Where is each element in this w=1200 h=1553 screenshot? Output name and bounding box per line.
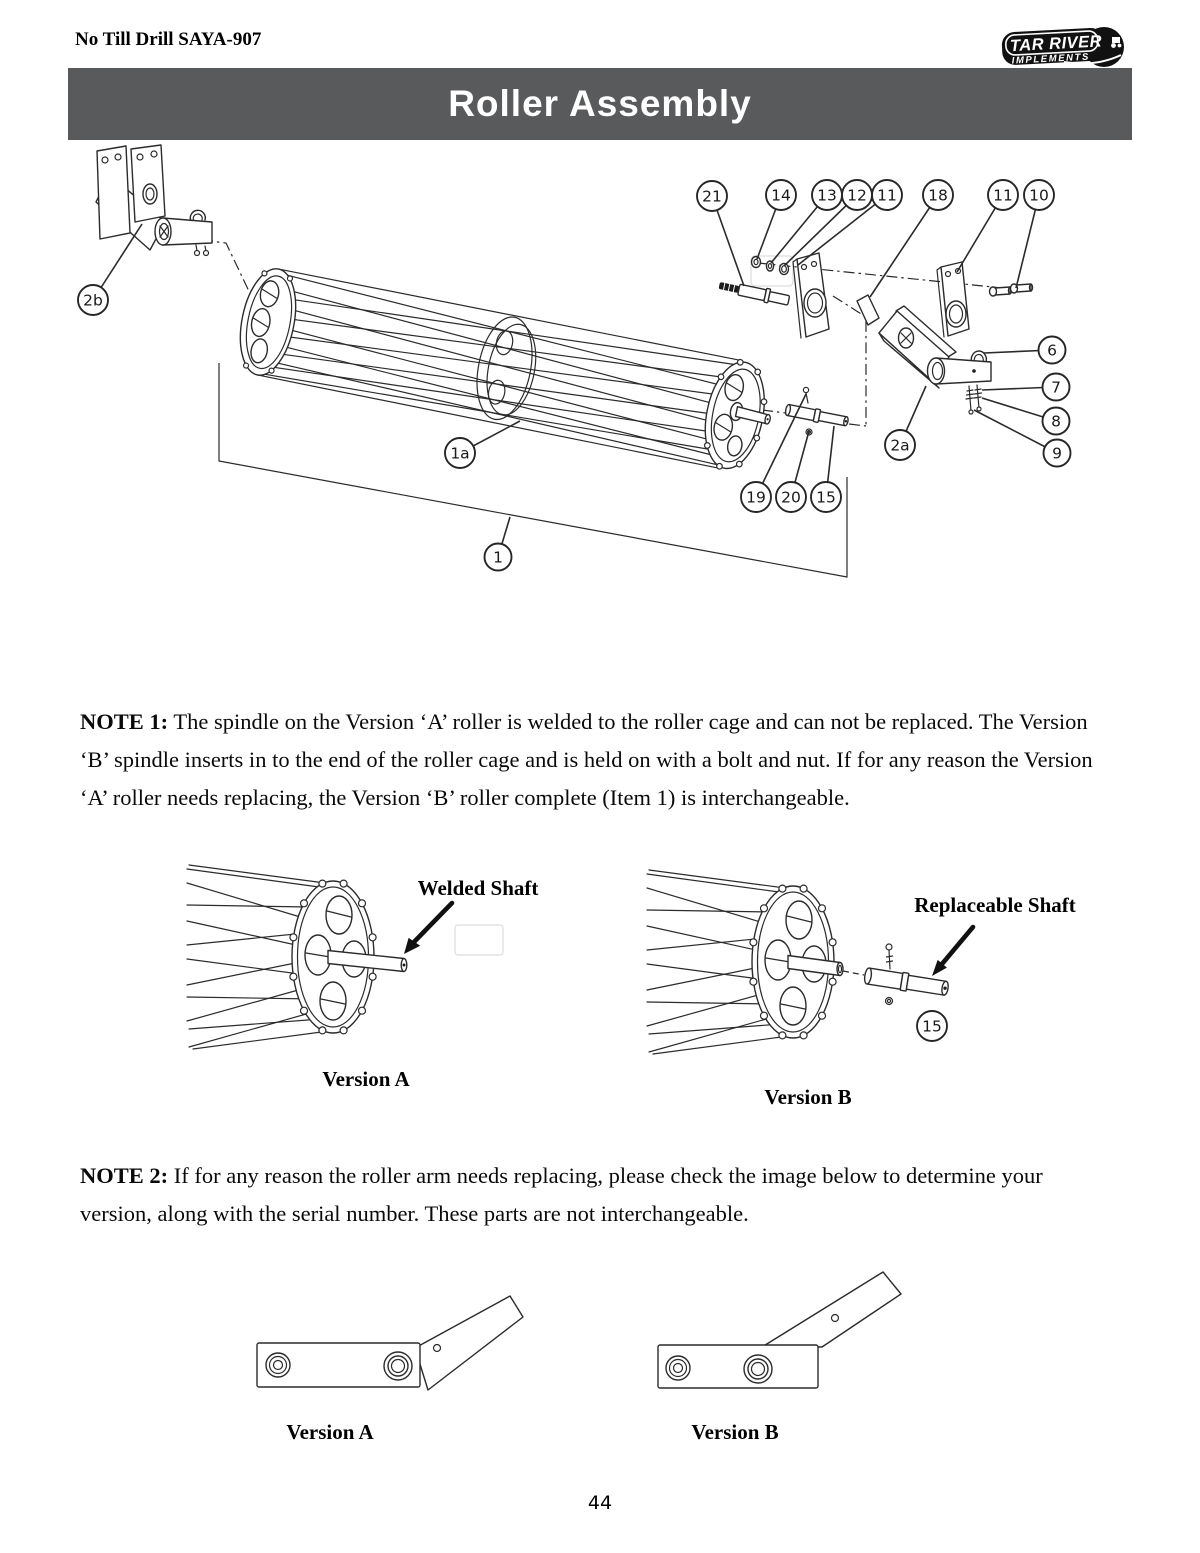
callout-leader-18 (869, 194, 939, 298)
roller-arm-assembly-2b (95, 144, 213, 257)
roller-version-b-label: Version B (764, 1085, 852, 1109)
svg-text:1: 1 (493, 549, 503, 567)
svg-text:15: 15 (816, 489, 836, 507)
callout-leader-10 (1015, 194, 1040, 289)
logo-tractor-icon (1112, 37, 1120, 43)
lift-eye-2a (970, 350, 988, 364)
svg-text:10: 10 (1029, 187, 1049, 205)
lift-eye-2b (189, 209, 207, 222)
page-number: 44 (587, 1492, 613, 1514)
logo-text-line1: TAR RIVER (1009, 32, 1102, 55)
callout-14: 14 (765, 179, 797, 211)
callout-9: 9 (1042, 438, 1072, 468)
callout-1a: 1a (444, 437, 476, 469)
section-banner: Roller Assembly (68, 68, 1132, 140)
svg-text:2b: 2b (83, 292, 103, 310)
callout-leader-11 (797, 194, 888, 266)
welded-shaft-label: Welded Shaft (417, 876, 539, 900)
callout-leader-12 (783, 194, 858, 267)
assembly-boundary (218, 363, 848, 578)
arm-version-a-label: Version A (286, 1420, 374, 1444)
note-1: NOTE 1: The spindle on the Version ‘A’ r… (80, 703, 1110, 817)
svg-text:8: 8 (1051, 413, 1061, 431)
note-1-label: NOTE 1: (80, 708, 169, 734)
svg-text:13: 13 (817, 187, 837, 205)
version-a-arm (256, 1295, 524, 1391)
bracket-tab-right (936, 261, 970, 338)
callout-leader-19 (755, 393, 807, 498)
callout-2b: 2b (77, 284, 109, 316)
shaft-15 (784, 403, 849, 427)
bolts-right (988, 283, 1034, 297)
note-2-text: If for any reason the roller arm needs r… (80, 1162, 1043, 1226)
bracket-tab-left (792, 252, 830, 339)
callout-2a: 2a (884, 429, 916, 461)
svg-text:9: 9 (1052, 445, 1062, 463)
callout-layer: 21 14 13 12 11 18 11 10 2b 6 7 8 9 2a 1a 19 20 15 1 15 (77, 179, 1072, 1042)
brand-logo: TAR RIVER IMPLEMENTS (1000, 24, 1134, 70)
roller-version-comparison (186, 864, 976, 1055)
callout-13: 13 (811, 179, 843, 211)
replaceable-shaft-label: Replaceable Shaft (914, 893, 1076, 917)
roller-arm-2a (878, 305, 992, 415)
svg-text:21: 21 (702, 188, 722, 206)
spacer-18 (856, 294, 880, 326)
replaceable-shaft (863, 967, 949, 996)
main-assembly-diagram (95, 144, 1034, 578)
callout-15: 15 (916, 1010, 948, 1042)
shaft-nut (884, 996, 894, 1006)
callout-15: 15 (810, 481, 842, 513)
svg-text:12: 12 (847, 187, 867, 205)
replaceable-shaft-arrow (932, 924, 976, 976)
callout-1: 1 (483, 542, 513, 572)
washer-13 (765, 260, 775, 272)
exploded-hardware (718, 252, 1034, 436)
note-2: NOTE 2: If for any reason the roller arm… (80, 1157, 1110, 1233)
svg-text:18: 18 (928, 187, 948, 205)
arm-version-comparison (256, 1271, 902, 1391)
callout-12: 12 (841, 179, 873, 211)
svg-text:2a: 2a (890, 437, 909, 455)
spindle-21 (718, 282, 791, 306)
welded-shaft-arrow (404, 900, 455, 954)
callout-18: 18 (922, 179, 954, 211)
callout-21: 21 (696, 180, 728, 212)
section-title: Roller Assembly (448, 83, 752, 124)
roller-version-a-label: Version A (322, 1067, 410, 1091)
svg-text:15: 15 (922, 1018, 942, 1036)
callout-10: 10 (1023, 179, 1055, 211)
svg-text:11: 11 (993, 187, 1013, 205)
callout-20: 20 (775, 481, 807, 513)
callout-7: 7 (1041, 372, 1071, 402)
svg-text:7: 7 (1051, 379, 1061, 397)
svg-text:19: 19 (746, 489, 766, 507)
callout-6: 6 (1037, 335, 1067, 365)
arm-version-b-label: Version B (691, 1420, 779, 1444)
pin-19 (802, 386, 810, 394)
svg-text:11: 11 (877, 187, 897, 205)
callout-8: 8 (1041, 406, 1071, 436)
shaft-bolt (885, 943, 893, 951)
callout-19: 19 (740, 481, 772, 513)
callout-11: 11 (871, 179, 903, 211)
shaft-stub (787, 954, 844, 977)
main-roller-cage (239, 268, 771, 470)
logo-swoosh (1063, 54, 1122, 65)
doc-header-title: No Till Drill SAYA-907 (75, 29, 262, 50)
arm-bolts (965, 384, 983, 415)
version-a-roller (186, 864, 408, 1050)
version-b-roller (646, 869, 949, 1055)
note-1-text: The spindle on the Version ‘A’ roller is… (80, 708, 1093, 810)
svg-text:14: 14 (771, 187, 791, 205)
svg-text:20: 20 (781, 489, 801, 507)
svg-text:1a: 1a (450, 445, 469, 463)
welded-shaft (327, 949, 408, 973)
nut-14 (750, 255, 762, 269)
callout-leader-9 (973, 409, 1058, 454)
note-2-label: NOTE 2: (80, 1162, 169, 1188)
svg-text:6: 6 (1047, 342, 1057, 360)
version-b-arm (657, 1271, 902, 1389)
callout-11: 11 (987, 179, 1019, 211)
